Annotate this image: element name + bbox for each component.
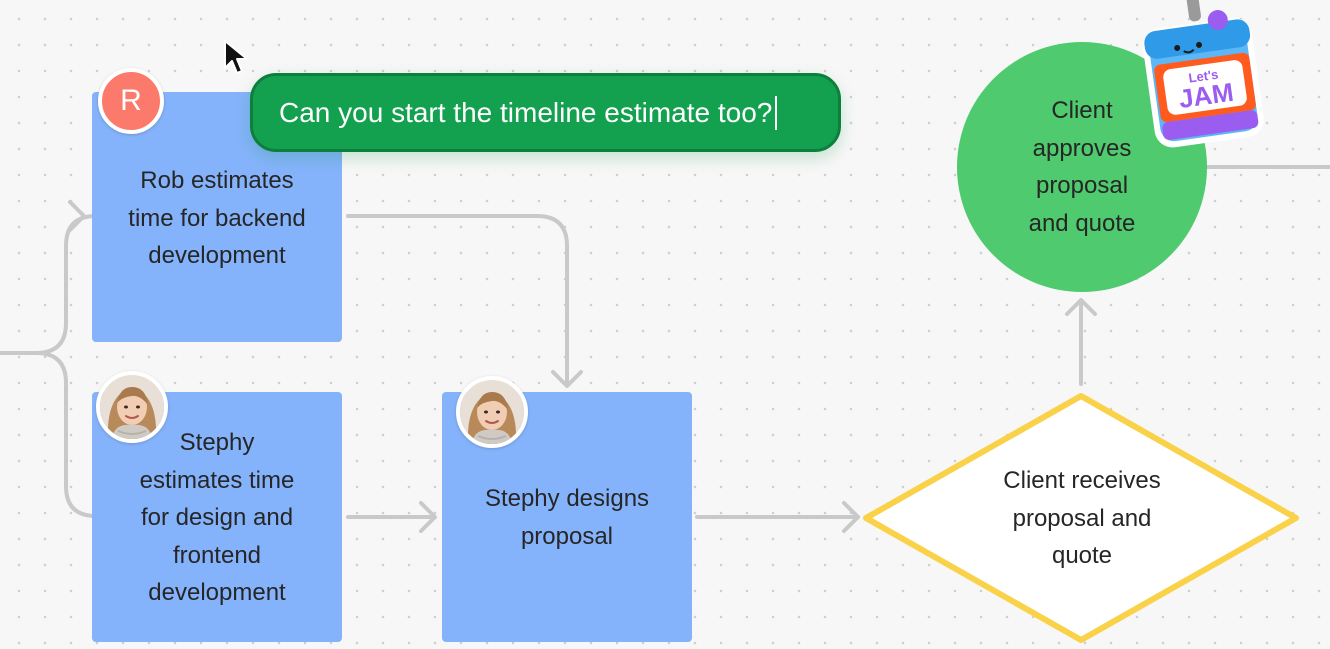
arrowhead-design-top (551, 370, 583, 388)
arrowhead-rob (68, 200, 86, 232)
arrowhead-diamond (842, 501, 860, 533)
chat-bubble-input[interactable]: Can you start the timeline estimate too? (250, 73, 841, 152)
rob-avatar-initial: R (120, 84, 142, 117)
client-receives-node[interactable]: Client receives proposal and quote (862, 392, 1302, 644)
arrowhead-circle (1065, 298, 1097, 316)
mouse-pointer-icon (224, 40, 248, 74)
rob-task-label: Rob estimates time for backend developme… (128, 167, 306, 269)
client-approves-node[interactable]: Client approves proposal and quote (957, 42, 1207, 292)
client-receives-label: Client receives proposal and quote (1003, 467, 1161, 569)
jam-jar-icon[interactable]: Let's JAM (1138, 0, 1278, 160)
chat-message-text: Can you start the timeline estimate too? (279, 96, 773, 128)
person-photo-icon (460, 380, 524, 444)
person-photo-icon (100, 375, 164, 439)
text-caret (775, 95, 778, 130)
connector-branch-lower (34, 351, 98, 518)
connector-rob-to-design (346, 214, 569, 385)
stephy-estimate-label: Stephy estimates time for design and fro… (139, 429, 295, 606)
stephy-avatar[interactable] (96, 371, 168, 443)
sticker-small-text: Let's (1188, 67, 1220, 86)
rob-avatar[interactable]: R (98, 68, 164, 134)
client-approves-label: Client approves proposal and quote (1028, 97, 1136, 237)
stephy-design-label: Stephy designs proposal (484, 485, 650, 550)
stephy-avatar-design[interactable] (456, 376, 528, 448)
arrowhead-design-left (419, 501, 437, 533)
connectors-layer (0, 165, 1330, 533)
